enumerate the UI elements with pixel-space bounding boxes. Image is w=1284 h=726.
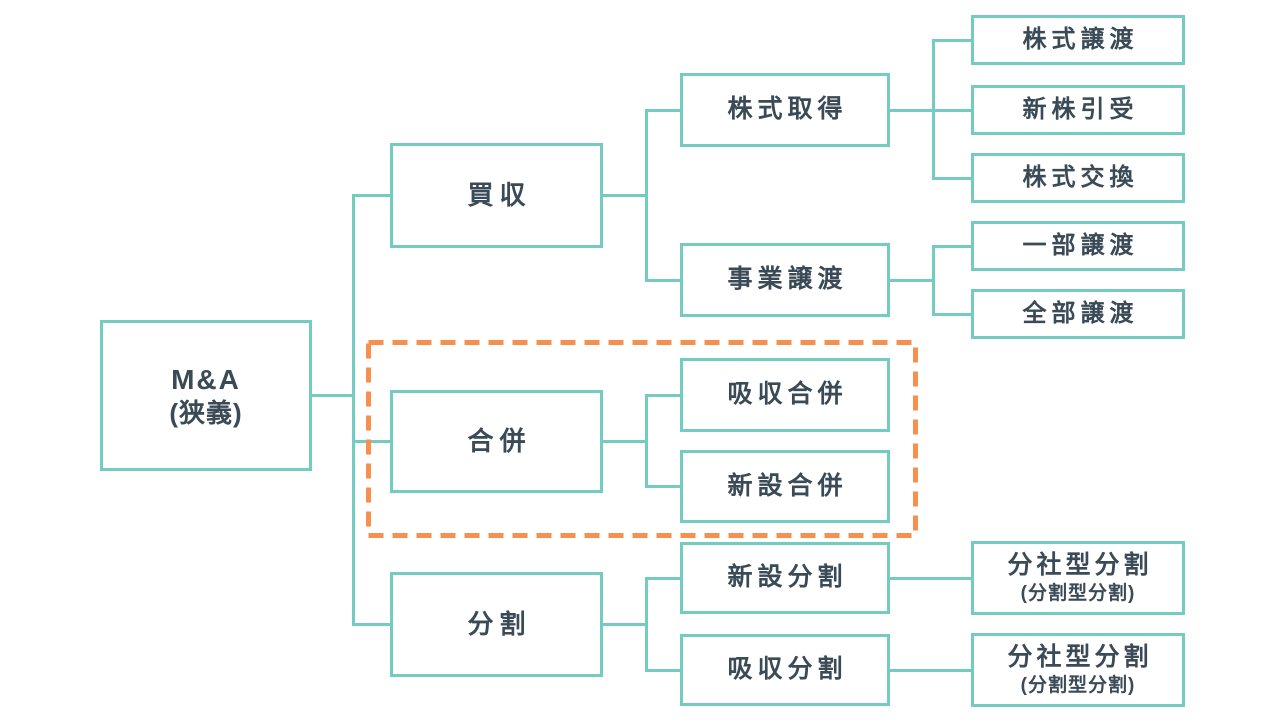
node-merger-label: 合併	[467, 426, 532, 457]
node-split: 分割	[390, 572, 603, 677]
node-absorption-merger: 吸収合併	[680, 358, 890, 432]
node-absorption-split-label: 吸収分割	[727, 655, 848, 684]
connector-line	[352, 194, 355, 626]
node-new-share-subscription: 新株引受	[971, 85, 1185, 135]
connector-line	[645, 109, 648, 282]
node-stock-exchange: 株式交換	[971, 153, 1185, 203]
node-acquisition: 買収	[390, 143, 603, 248]
connector-line	[932, 39, 935, 180]
connector-line	[352, 440, 392, 443]
connector-line	[888, 279, 935, 282]
node-full-transfer: 全部譲渡	[971, 289, 1185, 339]
node-stock-exchange-label: 株式交換	[1022, 164, 1139, 191]
node-spinoff-split-bottom: 分社型分割 (分割型分割)	[971, 633, 1185, 707]
node-partial-transfer: 一部譲渡	[971, 221, 1185, 271]
node-spinoff-split-top: 分社型分割 (分割型分割)	[971, 541, 1185, 615]
node-absorption-split: 吸収分割	[680, 634, 890, 706]
connector-line	[645, 279, 682, 282]
connector-line	[932, 245, 974, 248]
node-stock-transfer-label: 株式譲渡	[1022, 26, 1139, 53]
node-ma-label: M&A	[171, 363, 241, 395]
node-split-label: 分割	[467, 609, 532, 640]
node-absorption-merger-label: 吸収合併	[727, 380, 848, 409]
connector-line	[645, 394, 648, 488]
node-merger: 合併	[390, 390, 603, 493]
connector-line	[601, 194, 647, 197]
connector-line	[645, 669, 682, 672]
connector-line	[888, 669, 974, 672]
node-stock-transfer: 株式譲渡	[971, 15, 1185, 65]
node-new-share-subscription-label: 新株引受	[1022, 96, 1139, 123]
node-spinoff-split-top-sublabel: (分割型分割)	[1020, 583, 1136, 605]
node-business-transfer: 事業譲渡	[680, 243, 890, 317]
connector-line	[932, 313, 974, 316]
node-acquisition-label: 買収	[467, 180, 532, 211]
connector-line	[932, 39, 974, 42]
connector-line	[352, 623, 392, 626]
node-new-split: 新設分割	[680, 542, 890, 614]
node-partial-transfer-label: 一部譲渡	[1022, 232, 1139, 259]
connector-line	[645, 394, 682, 397]
connector-line	[601, 623, 647, 626]
connector-line	[352, 194, 392, 197]
connector-line	[932, 177, 974, 180]
node-spinoff-split-top-label: 分社型分割	[1007, 551, 1153, 579]
node-stock-acquisition-label: 株式取得	[727, 95, 848, 124]
connector-line	[932, 245, 935, 316]
connector-line	[645, 577, 648, 672]
node-stock-acquisition: 株式取得	[680, 73, 890, 147]
node-ma-sublabel: (狭義)	[169, 397, 243, 428]
node-full-transfer-label: 全部譲渡	[1022, 300, 1139, 327]
node-business-transfer-label: 事業譲渡	[727, 265, 848, 294]
connector-line	[601, 440, 647, 443]
connector-line	[888, 109, 974, 112]
node-new-merger-label: 新設合併	[727, 471, 848, 500]
connector-line	[888, 577, 974, 580]
node-spinoff-split-bottom-sublabel: (分割型分割)	[1020, 675, 1136, 697]
connector-line	[645, 109, 682, 112]
node-spinoff-split-bottom-label: 分社型分割	[1007, 643, 1153, 671]
connector-line	[311, 394, 354, 397]
node-new-split-label: 新設分割	[727, 563, 848, 592]
node-ma: M&A (狭義)	[100, 320, 312, 471]
connector-line	[645, 577, 682, 580]
node-new-merger: 新設合併	[680, 450, 890, 523]
connector-line	[645, 485, 682, 488]
